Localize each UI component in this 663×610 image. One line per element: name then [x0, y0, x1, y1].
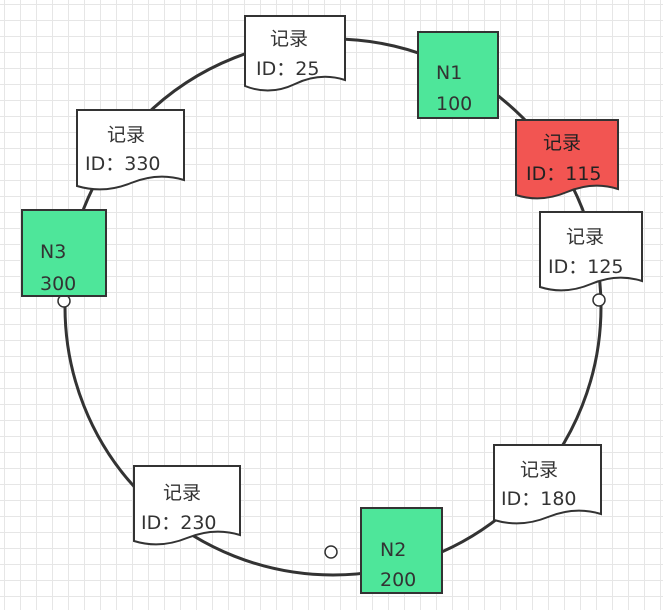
record-label: 记录 [543, 132, 581, 154]
record-id: ID：25 [256, 58, 319, 80]
node-id: 300 [40, 273, 76, 295]
record-shape [244, 15, 346, 92]
ring-marker-dot [592, 293, 606, 307]
record-id-25: 记录 ID：25 [244, 15, 346, 92]
node-box [360, 507, 443, 594]
node-box [417, 31, 499, 119]
ring-marker-dot [324, 545, 338, 559]
record-id-330: 记录 ID：330 [76, 109, 185, 191]
server-node-n2: N2 200 [360, 507, 443, 594]
record-id: ID：330 [85, 153, 161, 175]
record-id: ID：115 [526, 163, 602, 185]
record-id-115: 记录 ID：115 [515, 119, 619, 200]
record-label: 记录 [163, 482, 201, 504]
record-shape [133, 465, 241, 546]
record-id-125: 记录 ID：125 [539, 211, 643, 292]
server-node-n1: N1 100 [417, 31, 499, 119]
record-shape [539, 211, 643, 292]
node-id: 100 [436, 93, 472, 115]
record-shape [515, 119, 619, 200]
record-id: ID：180 [501, 488, 577, 510]
node-name: N3 [40, 241, 66, 263]
record-id-230: 记录 ID：230 [133, 465, 241, 546]
record-shape [76, 109, 185, 191]
record-shape [493, 444, 602, 525]
record-label: 记录 [107, 124, 145, 146]
server-node-n3: N3 300 [21, 209, 107, 297]
node-name: N1 [436, 62, 462, 84]
node-name: N2 [380, 539, 406, 561]
record-id: ID：125 [548, 256, 624, 278]
record-label: 记录 [566, 226, 604, 248]
record-id: ID：230 [141, 512, 217, 534]
node-id: 200 [380, 569, 416, 591]
record-label: 记录 [270, 28, 308, 50]
record-label: 记录 [520, 459, 558, 481]
node-box [21, 209, 107, 297]
record-id-180: 记录 ID：180 [493, 444, 602, 525]
